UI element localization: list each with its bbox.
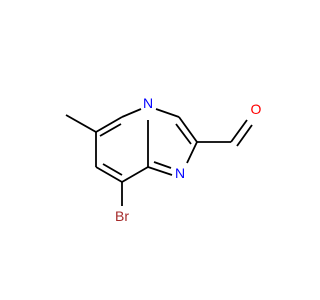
bond-cho-oxygen <box>230 119 248 143</box>
molecule-structure: N N Br O <box>65 95 262 224</box>
bond-c5-n4 <box>121 108 142 118</box>
atom-oxygen: O <box>251 101 262 117</box>
bond-c5-c6 <box>95 116 123 133</box>
bond-c3-c2 <box>178 116 198 143</box>
bond-n1-c8a <box>147 166 173 176</box>
bond-n4-c3 <box>155 108 180 118</box>
atom-n-bridge: N <box>143 95 153 111</box>
bond-c8-c8a <box>121 166 149 183</box>
atom-n-imine: N <box>175 165 185 181</box>
bond-c2-n1 <box>186 141 198 164</box>
atom-bromine: Br <box>115 208 129 224</box>
bond-cho-oxygen-double <box>236 124 253 147</box>
bond-n1-c8a-double <box>153 161 172 169</box>
bond-c6-methyl <box>65 114 97 133</box>
bond-c7-c8 <box>95 166 123 183</box>
bond-c7-c8-double <box>102 163 123 176</box>
bond-c3-c2-double <box>175 123 192 145</box>
bond-c5-c6-double <box>99 123 122 137</box>
